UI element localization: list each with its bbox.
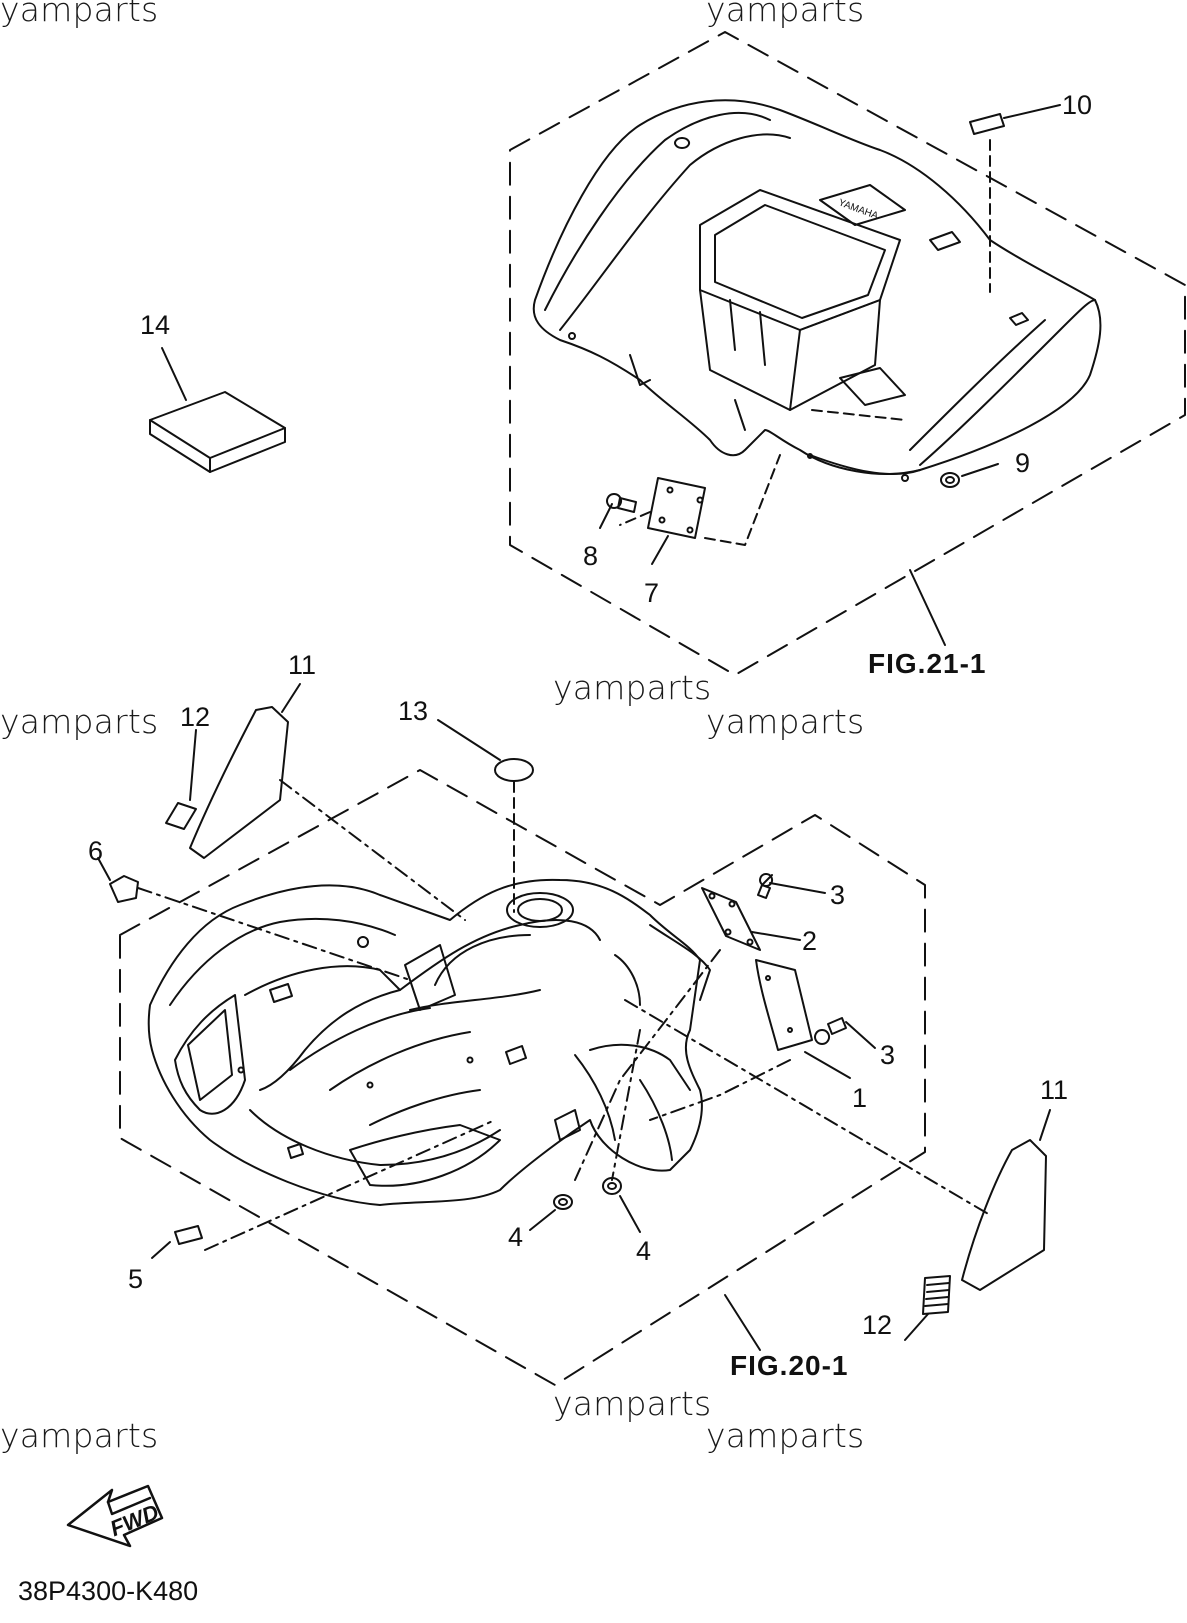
- front-fender: [147, 878, 711, 1206]
- leader-4-left: [529, 1209, 556, 1231]
- callout-11-right: 11: [1040, 1075, 1069, 1105]
- leader-2: [751, 931, 801, 941]
- callout-12-left: 12: [180, 702, 211, 732]
- fig-ref-20-1: FIG.20-1: [730, 1350, 849, 1381]
- leader-panel-dash: [811, 409, 906, 421]
- callout-3-bottom: 3: [880, 1040, 896, 1070]
- callout-10: 10: [1062, 90, 1093, 120]
- callout-2: 2: [802, 926, 818, 956]
- leader-14: [161, 347, 187, 401]
- callout-4-right: 4: [636, 1236, 652, 1266]
- strip-item-12-left: [165, 802, 197, 830]
- cap-item-13: [494, 758, 534, 782]
- screw-item-3-bottom: [814, 1017, 847, 1045]
- callout-11-left: 11: [288, 650, 317, 680]
- leader-7-dash: [619, 511, 651, 526]
- fwd-arrow-icon: [66, 1484, 164, 1548]
- screw-item-8: [606, 493, 637, 513]
- strip-item-12-right: [922, 1275, 951, 1315]
- label-item-5: [174, 1225, 203, 1245]
- watermark: yamparts: [0, 1416, 159, 1455]
- watermark: yamparts: [706, 0, 865, 29]
- assembly-line-2: [574, 949, 721, 1181]
- pad-item-14: [149, 391, 286, 473]
- side-plate-item-11-right: [961, 1139, 1047, 1291]
- leader-12-left: [189, 729, 197, 801]
- leader-5: [151, 1241, 171, 1259]
- panel-item-1: [755, 959, 813, 1051]
- leader-9: [961, 463, 999, 477]
- leader-fig-21: [909, 569, 946, 646]
- rear-fender-logo: YAMAHA: [837, 197, 880, 222]
- grommet-item-9: [940, 472, 960, 488]
- panel-item-2: [701, 887, 761, 951]
- assembly-line-11-left: [279, 779, 466, 921]
- assembly-line-grommet: [611, 1029, 641, 1181]
- rear-fender: [532, 99, 1102, 482]
- rear-assembly-outline: [509, 31, 1186, 676]
- leader-8: [599, 503, 613, 529]
- leader-11-left: [281, 683, 301, 713]
- callout-13: 13: [398, 696, 429, 726]
- watermark: yamparts: [0, 702, 159, 741]
- leader-fig-20: [724, 1294, 761, 1351]
- leader-7: [651, 535, 669, 565]
- callout-1: 1: [852, 1083, 868, 1113]
- watermark: yamparts: [553, 1384, 712, 1423]
- assembly-line-11-right: [624, 999, 991, 1216]
- leader-10: [1003, 104, 1061, 119]
- leader-3-top: [769, 882, 826, 894]
- grommet-item-4-left: [553, 1194, 573, 1210]
- watermark: yamparts: [706, 1416, 865, 1455]
- watermark: yamparts: [0, 0, 159, 29]
- callout-6: 6: [88, 836, 104, 866]
- assembly-line-6: [137, 887, 411, 981]
- callout-8: 8: [583, 541, 599, 571]
- callout-4-left: 4: [508, 1222, 524, 1252]
- leader-13: [437, 719, 501, 761]
- leader-12-right: [904, 1313, 929, 1341]
- lid-plate-item-7: [647, 477, 706, 539]
- callout-5: 5: [128, 1264, 144, 1294]
- diagram-part-code: 38P4300-K480: [18, 1576, 199, 1606]
- assembly-line-5: [204, 1119, 496, 1251]
- fig-ref-21-1: FIG.21-1: [868, 648, 987, 679]
- callout-12-right: 12: [862, 1310, 893, 1340]
- callout-9: 9: [1015, 448, 1031, 478]
- watermark: yamparts: [553, 668, 712, 707]
- leader-3-bottom: [845, 1021, 876, 1049]
- leader-11-right: [1039, 1109, 1051, 1141]
- leader-lid-dash: [704, 454, 781, 546]
- assembly-line-1: [649, 1059, 791, 1121]
- callout-3-top: 3: [830, 880, 846, 910]
- leader-1: [804, 1051, 851, 1079]
- front-assembly-outline: [119, 769, 926, 1386]
- emblem-item-6: [109, 875, 139, 903]
- watermark: yamparts: [706, 702, 865, 741]
- callout-14: 14: [140, 310, 171, 340]
- side-plate-item-11-left: [189, 706, 289, 859]
- callout-7: 7: [644, 578, 660, 608]
- screw-item-3-top: [757, 873, 774, 899]
- leader-6: [97, 857, 111, 881]
- leader-4-right: [619, 1195, 641, 1233]
- label-item-10: [969, 113, 1005, 135]
